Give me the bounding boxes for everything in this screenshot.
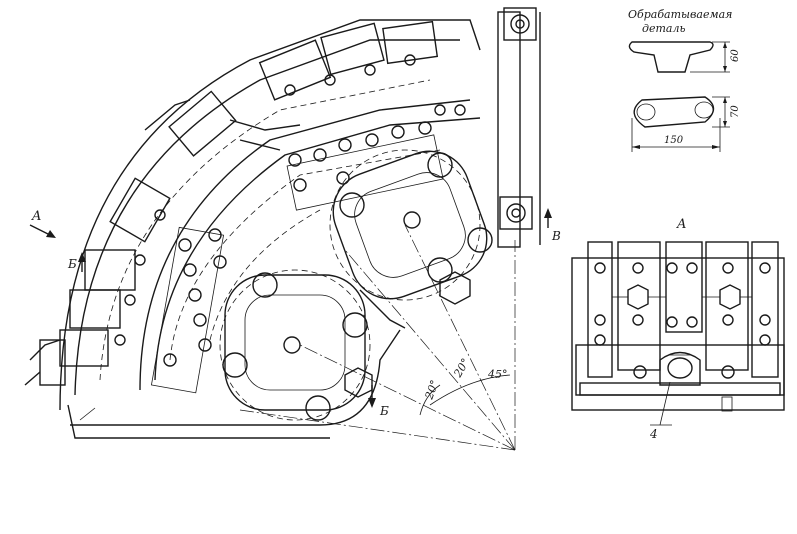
- bolt-row-left: [114, 209, 227, 367]
- view-a-title: A: [676, 217, 686, 232]
- section-marker-b-top: [78, 252, 86, 272]
- section-label-b-bottom: Б: [379, 404, 389, 418]
- section-label-v: В: [551, 229, 561, 243]
- workpiece-title-line2: деталь: [642, 22, 685, 35]
- view-a-bolts: [594, 262, 771, 379]
- section-marker-v: [544, 208, 552, 228]
- fixture-main-view: [24, 7, 541, 439]
- section-label-b-top: Б: [67, 257, 77, 271]
- section-marker-b-bottom: [368, 385, 376, 408]
- workpiece-title-line1: Обрабатываемая: [628, 8, 732, 21]
- angle-label-2: 20°: [451, 356, 473, 380]
- dim-height-70: 70: [730, 105, 741, 118]
- view-arrow-a-label: A: [31, 209, 41, 224]
- dim-height-60: 60: [730, 49, 741, 62]
- bolt-row-upper: [284, 54, 466, 192]
- angle-label-1: 20°: [422, 378, 441, 402]
- view-arrow-a: [29, 224, 56, 238]
- dim-length-150: 150: [664, 135, 684, 146]
- workpiece-sketch: [628, 41, 730, 152]
- view-a-callout-4: 4: [649, 427, 658, 441]
- angle-construction-lines: [239, 224, 516, 451]
- angle-label-3: 45°: [487, 368, 508, 381]
- view-a-drawing: [571, 241, 785, 426]
